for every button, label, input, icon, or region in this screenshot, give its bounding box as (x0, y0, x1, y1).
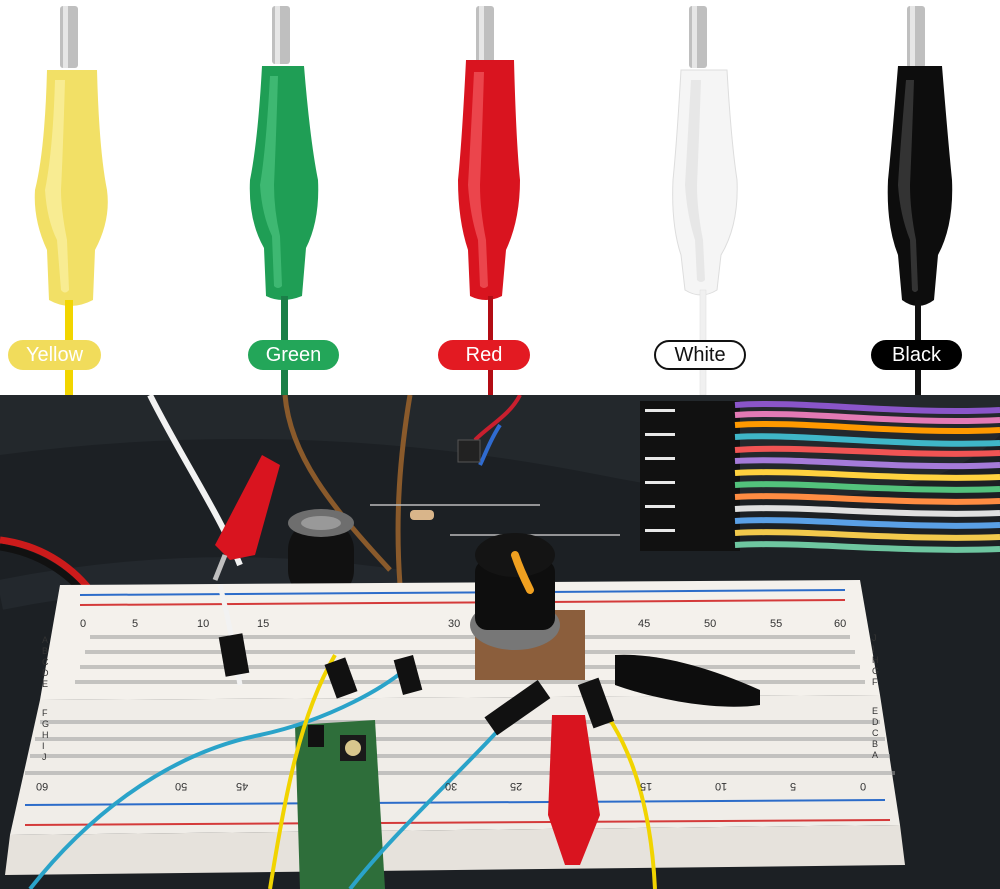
bb-num: 0 (860, 780, 867, 792)
bb-num: 50 (175, 780, 188, 792)
row-letter: D (872, 717, 879, 727)
row-letter: H (872, 655, 879, 665)
bb-num: 50 (704, 618, 717, 630)
white-clip (655, 0, 765, 395)
green-clip (240, 0, 350, 395)
row-letter: A (872, 750, 879, 760)
row-letters-right: J I H G F E D C B A (872, 633, 886, 761)
red-clip (440, 0, 550, 395)
label-white: White (654, 340, 746, 370)
bb-num: 25 (510, 780, 523, 792)
label-black: Black (871, 340, 962, 370)
row-letter: F (872, 677, 878, 687)
bb-num: 45 (638, 618, 651, 630)
row-letter: B (42, 646, 49, 656)
label-yellow: Yellow (8, 340, 101, 370)
yellow-clip (25, 0, 135, 395)
row-letter: A (42, 635, 49, 645)
label-green: Green (248, 340, 339, 370)
potentiometer (470, 533, 585, 680)
row-letter: E (872, 706, 879, 716)
pcb-module (295, 720, 385, 889)
breadboard-photo: 0 5 10 15 30 45 50 55 60 60 50 45 30 25 … (0, 395, 1000, 889)
row-letter: B (872, 739, 879, 749)
row-letter: G (42, 719, 50, 729)
label-red: Red (438, 340, 530, 370)
row-letter: F (42, 708, 48, 718)
breadboard-top-numbers: 0 5 10 15 30 45 50 55 60 (70, 618, 860, 636)
breadboard-scene (0, 395, 1000, 889)
capacitor (288, 509, 354, 640)
row-letter: D (42, 668, 49, 678)
bb-num: 0 (80, 618, 87, 630)
bb-num: 5 (132, 618, 139, 630)
row-letter: C (42, 657, 49, 667)
breadboard-upper (40, 580, 880, 700)
bb-num: 5 (790, 780, 797, 792)
bb-num: 55 (770, 618, 783, 630)
bb-num: 60 (36, 780, 49, 792)
bb-num: 45 (236, 780, 249, 792)
bb-num: 30 (448, 618, 461, 630)
row-letter: G (872, 666, 880, 676)
row-letter: E (42, 679, 49, 689)
breadboard-bottom-numbers: 60 50 45 30 25 15 10 5 0 (30, 780, 880, 798)
jumper-ribbon (640, 401, 1000, 553)
breadboard-lower (5, 695, 905, 875)
bb-num: 30 (445, 780, 458, 792)
clip-color-options: Yellow Green Red (0, 0, 1000, 395)
row-letter: J (42, 752, 47, 762)
bb-num: 60 (834, 618, 847, 630)
black-clip (870, 0, 980, 395)
row-letter: J (872, 633, 877, 643)
bb-num: 15 (257, 618, 270, 630)
bb-num: 10 (197, 618, 210, 630)
bb-num: 15 (640, 780, 653, 792)
row-letter: I (872, 644, 875, 654)
row-letter: C (872, 728, 879, 738)
row-letters-left: A B C D E F G H I J (42, 635, 56, 763)
row-letter: I (42, 741, 45, 751)
row-letter: H (42, 730, 49, 740)
bb-num: 10 (715, 780, 728, 792)
